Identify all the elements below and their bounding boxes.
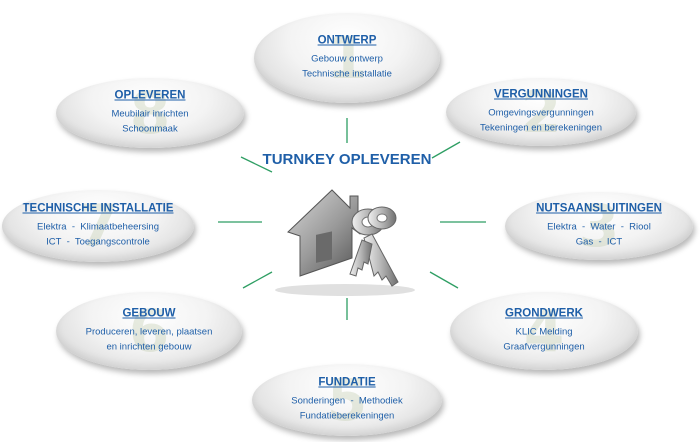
node-line: en inrichten gebouw [106,341,192,353]
node-line: Produceren, leveren, plaatsen [85,326,213,338]
node-technische-installatie: 7 TECHNISCHE INSTALLATIE Elektra - Klima… [2,190,194,262]
node-title: OPLEVEREN [114,89,186,102]
node-title: GRONDWERK [505,307,583,320]
connector-vergunningen [431,141,461,159]
node-line: Sonderingen - Methodiek [291,395,403,407]
node-line: Elektra - Klimaatbeheersing [37,221,159,233]
step-number: 5 [326,366,368,434]
center-title: TURNKEY OPLEVEREN [262,151,432,168]
node-line: Technische installatie [302,68,392,80]
node-title: TECHNISCHE INSTALLATIE [22,202,174,215]
node-line: Tekeningen en berekeningen [479,122,602,134]
node-grondwerk: 4 GRONDWERK KLIC Melding Graafvergunning… [450,292,638,370]
node-line: Elektra - Water - Riool [547,221,651,233]
node-gebouw: 6 GEBOUW Produceren, leveren, plaatsen e… [56,292,242,370]
node-vergunningen: 2 VERGUNNINGEN Omgevingsvergunningen Tek… [446,78,636,146]
node-ontwerp: 1 ONTWERP Gebouw ontwerp Technische inst… [254,13,440,103]
connector-grondwerk [429,271,459,289]
node-line: Omgevingsvergunningen [488,107,594,119]
node-title: GEBOUW [122,307,176,320]
step-number: 2 [520,78,562,146]
node-title: VERGUNNINGEN [494,88,588,101]
step-number: 6 [128,297,170,365]
step-number: 4 [523,297,565,365]
node-title: NUTSAANSLUITINGEN [536,202,662,215]
node-line: Schoonmaak [122,123,178,135]
connector-gebouw [242,271,273,289]
node-title: FUNDATIE [318,376,376,389]
node-line: Gebouw ontwerp [311,53,383,65]
node-line: Gas - ICT [575,236,623,248]
node-fundatie: 5 FUNDATIE Sonderingen - Methodiek Funda… [252,364,442,436]
node-opleveren: 8 OPLEVEREN Meubilair inrichten Schoonma… [56,78,244,148]
step-number: 3 [578,192,620,260]
step-number: 1 [326,24,368,92]
node-line: Fundatieberekeningen [299,410,395,422]
node-line: KLIC Melding [515,326,573,338]
node-line: Graafvergunningen [503,341,585,353]
node-nutsaansluitingen: 3 NUTSAANSLUITINGEN Elektra - Water - Ri… [505,192,693,260]
step-number: 8 [129,79,171,147]
node-line: Meubilair inrichten [111,108,189,120]
step-number: 7 [77,192,119,260]
connector-opleveren [240,156,273,173]
node-title: ONTWERP [317,34,377,47]
node-line: ICT - Toegangscontrole [46,236,150,248]
